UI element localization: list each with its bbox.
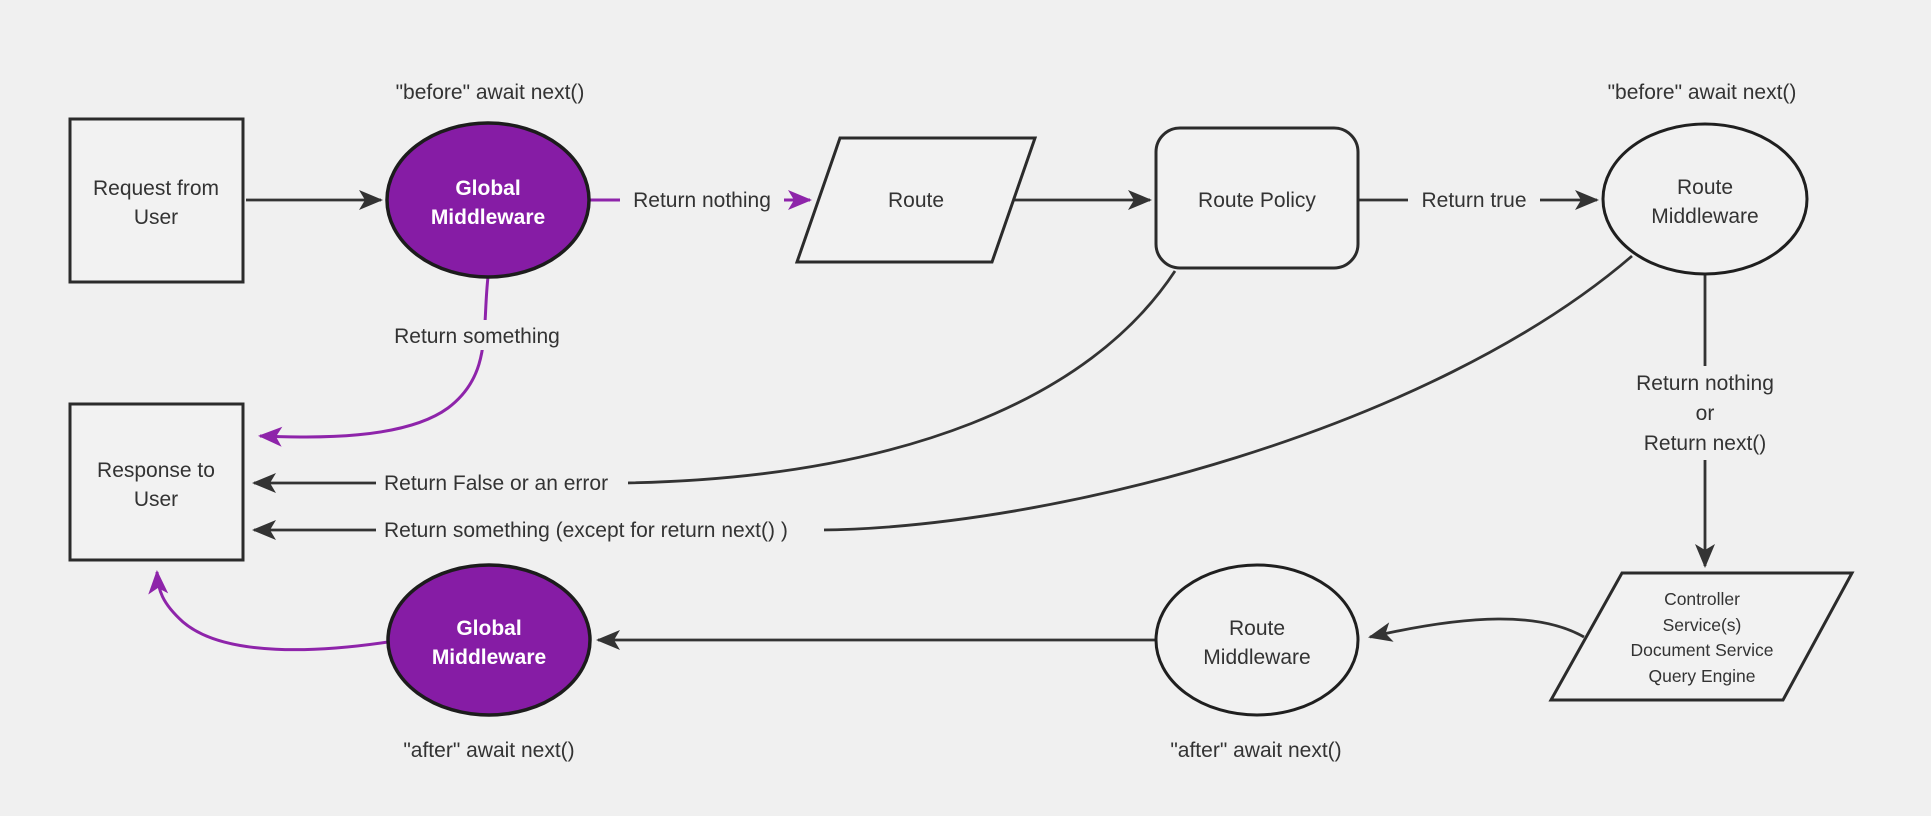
node-route-middleware-bottom: Route Middleware xyxy=(1154,563,1360,717)
controller-parallelogram xyxy=(1548,571,1855,702)
node-label: Controller xyxy=(1664,589,1740,609)
node-label: User xyxy=(134,206,178,229)
node-label: Middleware xyxy=(1651,205,1758,228)
label-after-route-middleware: "after" await next() xyxy=(1170,739,1341,762)
node-label: Request from xyxy=(93,177,219,200)
label-bg xyxy=(376,514,824,545)
edge-global-to-response-top xyxy=(258,276,490,447)
node-label: Route xyxy=(888,189,944,212)
edge-controller-to-routemw-bottom xyxy=(1368,617,1585,642)
label-bg xyxy=(1408,184,1540,214)
label-return-false: Return False or an error xyxy=(384,472,608,495)
node-route-policy: Route Policy xyxy=(1154,126,1360,270)
label-return-true: Return true xyxy=(1421,189,1526,212)
edges xyxy=(148,190,1715,652)
label-bg xyxy=(376,467,628,498)
request-box xyxy=(68,117,245,284)
node-label: Route xyxy=(1677,176,1733,199)
edge-policy-to-response xyxy=(252,270,1177,493)
label-bg xyxy=(1602,366,1808,460)
node-label: Global xyxy=(455,177,520,200)
edge-global-bottom-to-response xyxy=(148,570,389,652)
label-before-route-middleware: "before" await next() xyxy=(1608,81,1797,104)
node-global-middleware-bottom: Global Middleware xyxy=(386,563,592,717)
response-box xyxy=(68,402,245,562)
label-return-something-except: Return something (except for return next… xyxy=(384,519,788,542)
node-label: Middleware xyxy=(431,206,545,229)
node-label: Middleware xyxy=(432,646,546,669)
node-global-middleware-top: Global Middleware xyxy=(385,121,591,279)
label-after-global: "after" await next() xyxy=(403,739,574,762)
route-middleware-ellipse xyxy=(1601,122,1809,276)
node-label: Global xyxy=(456,617,521,640)
route-parallelogram xyxy=(794,136,1038,264)
label-before-global: "before" await next() xyxy=(396,81,585,104)
nodes: Request from User Global Middleware Rout… xyxy=(68,117,1855,717)
node-controller-services: Controller Service(s) Document Service Q… xyxy=(1548,571,1855,702)
node-label: Route xyxy=(1229,617,1285,640)
node-label: Query Engine xyxy=(1648,666,1755,686)
node-request-from-user: Request from User xyxy=(68,117,245,284)
edge-labels: Return nothing Return true Return nothin… xyxy=(367,81,1808,762)
label-bg xyxy=(620,184,784,214)
global-middleware-ellipse xyxy=(385,121,591,279)
node-label: Service(s) xyxy=(1663,615,1742,635)
label-return-nothing-or-2: or xyxy=(1696,402,1715,425)
node-label: Response to xyxy=(97,459,215,482)
node-route-middleware-top: Route Middleware xyxy=(1601,122,1809,276)
node-label: Route Policy xyxy=(1198,189,1316,212)
node-label: Document Service xyxy=(1631,640,1774,660)
global-middleware-ellipse xyxy=(386,563,592,717)
node-label: User xyxy=(134,488,178,511)
node-response-to-user: Response to User xyxy=(68,402,245,562)
label-bg xyxy=(367,320,587,350)
node-label: Middleware xyxy=(1203,646,1310,669)
label-return-nothing-or-3: Return next() xyxy=(1644,432,1767,455)
label-return-something: Return something xyxy=(394,325,560,348)
route-middleware-ellipse xyxy=(1154,563,1360,717)
edge-routemw-to-response xyxy=(252,254,1633,540)
label-return-nothing: Return nothing xyxy=(633,189,771,212)
route-policy-box xyxy=(1154,126,1360,270)
label-return-nothing-or-1: Return nothing xyxy=(1636,372,1774,395)
node-route: Route xyxy=(794,136,1038,264)
